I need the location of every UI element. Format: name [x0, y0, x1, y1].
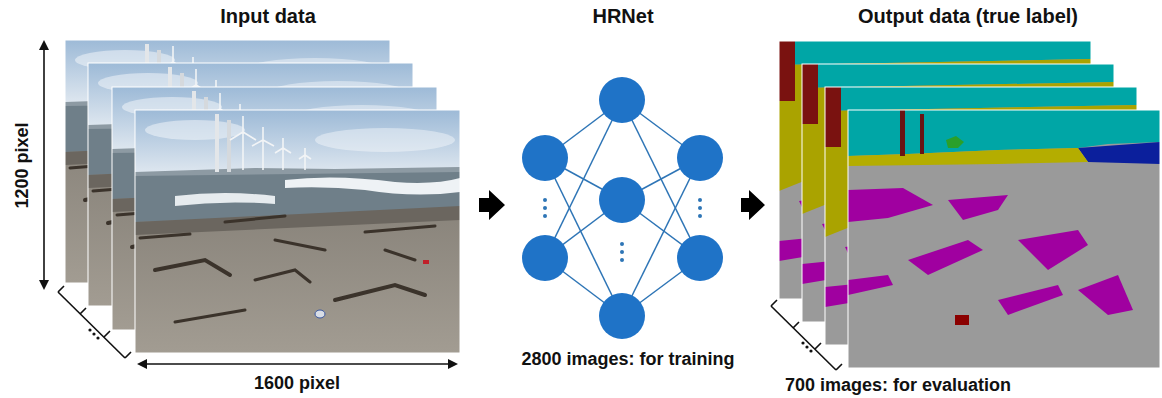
output-stack: Output data (true label): [768, 4, 1162, 370]
neuron: [599, 77, 645, 123]
heading-text: HRNet: [508, 4, 738, 28]
dimension-arrows: [39, 40, 458, 369]
dimension-label: 1200 pixel: [12, 120, 33, 210]
heading-text: Input data: [60, 4, 476, 28]
neuron: [522, 135, 568, 181]
count-label: 2800 images: for training: [520, 349, 737, 370]
label-border: [848, 110, 1160, 368]
block-arrow: [741, 190, 765, 220]
label-stack: [779, 41, 1160, 368]
stack-bracket: [771, 300, 842, 370]
stack-bracket: [58, 286, 131, 358]
ellipsis-dots: [543, 198, 702, 262]
heading-text: Output data (true label): [768, 4, 1162, 28]
network-links: [545, 100, 700, 316]
input-stack: Input data: [60, 4, 476, 356]
neuron: [522, 235, 568, 281]
width-arrow: [145, 363, 450, 365]
arrow-head: [137, 359, 147, 369]
arrow-head: [39, 280, 49, 290]
photo-stack: [65, 40, 460, 353]
block-arrow: [479, 190, 505, 220]
arrow-head: [39, 40, 49, 50]
height-arrow: [43, 48, 45, 282]
network-block: HRNet: [508, 4, 738, 340]
count-label: 700 images: for evaluation: [783, 375, 1013, 396]
neuron: [677, 235, 723, 281]
arrow-head: [448, 359, 458, 369]
stack-dots: [801, 341, 812, 352]
dimension-label: 1600 pixel: [252, 373, 342, 394]
photo: [135, 110, 460, 353]
neuron: [599, 177, 645, 223]
photo-border: [135, 110, 460, 353]
network-neurons: [522, 77, 723, 339]
stack-dots: [88, 328, 99, 339]
label-map: [848, 110, 1160, 368]
neuron: [599, 293, 645, 339]
neuron: [677, 135, 723, 181]
